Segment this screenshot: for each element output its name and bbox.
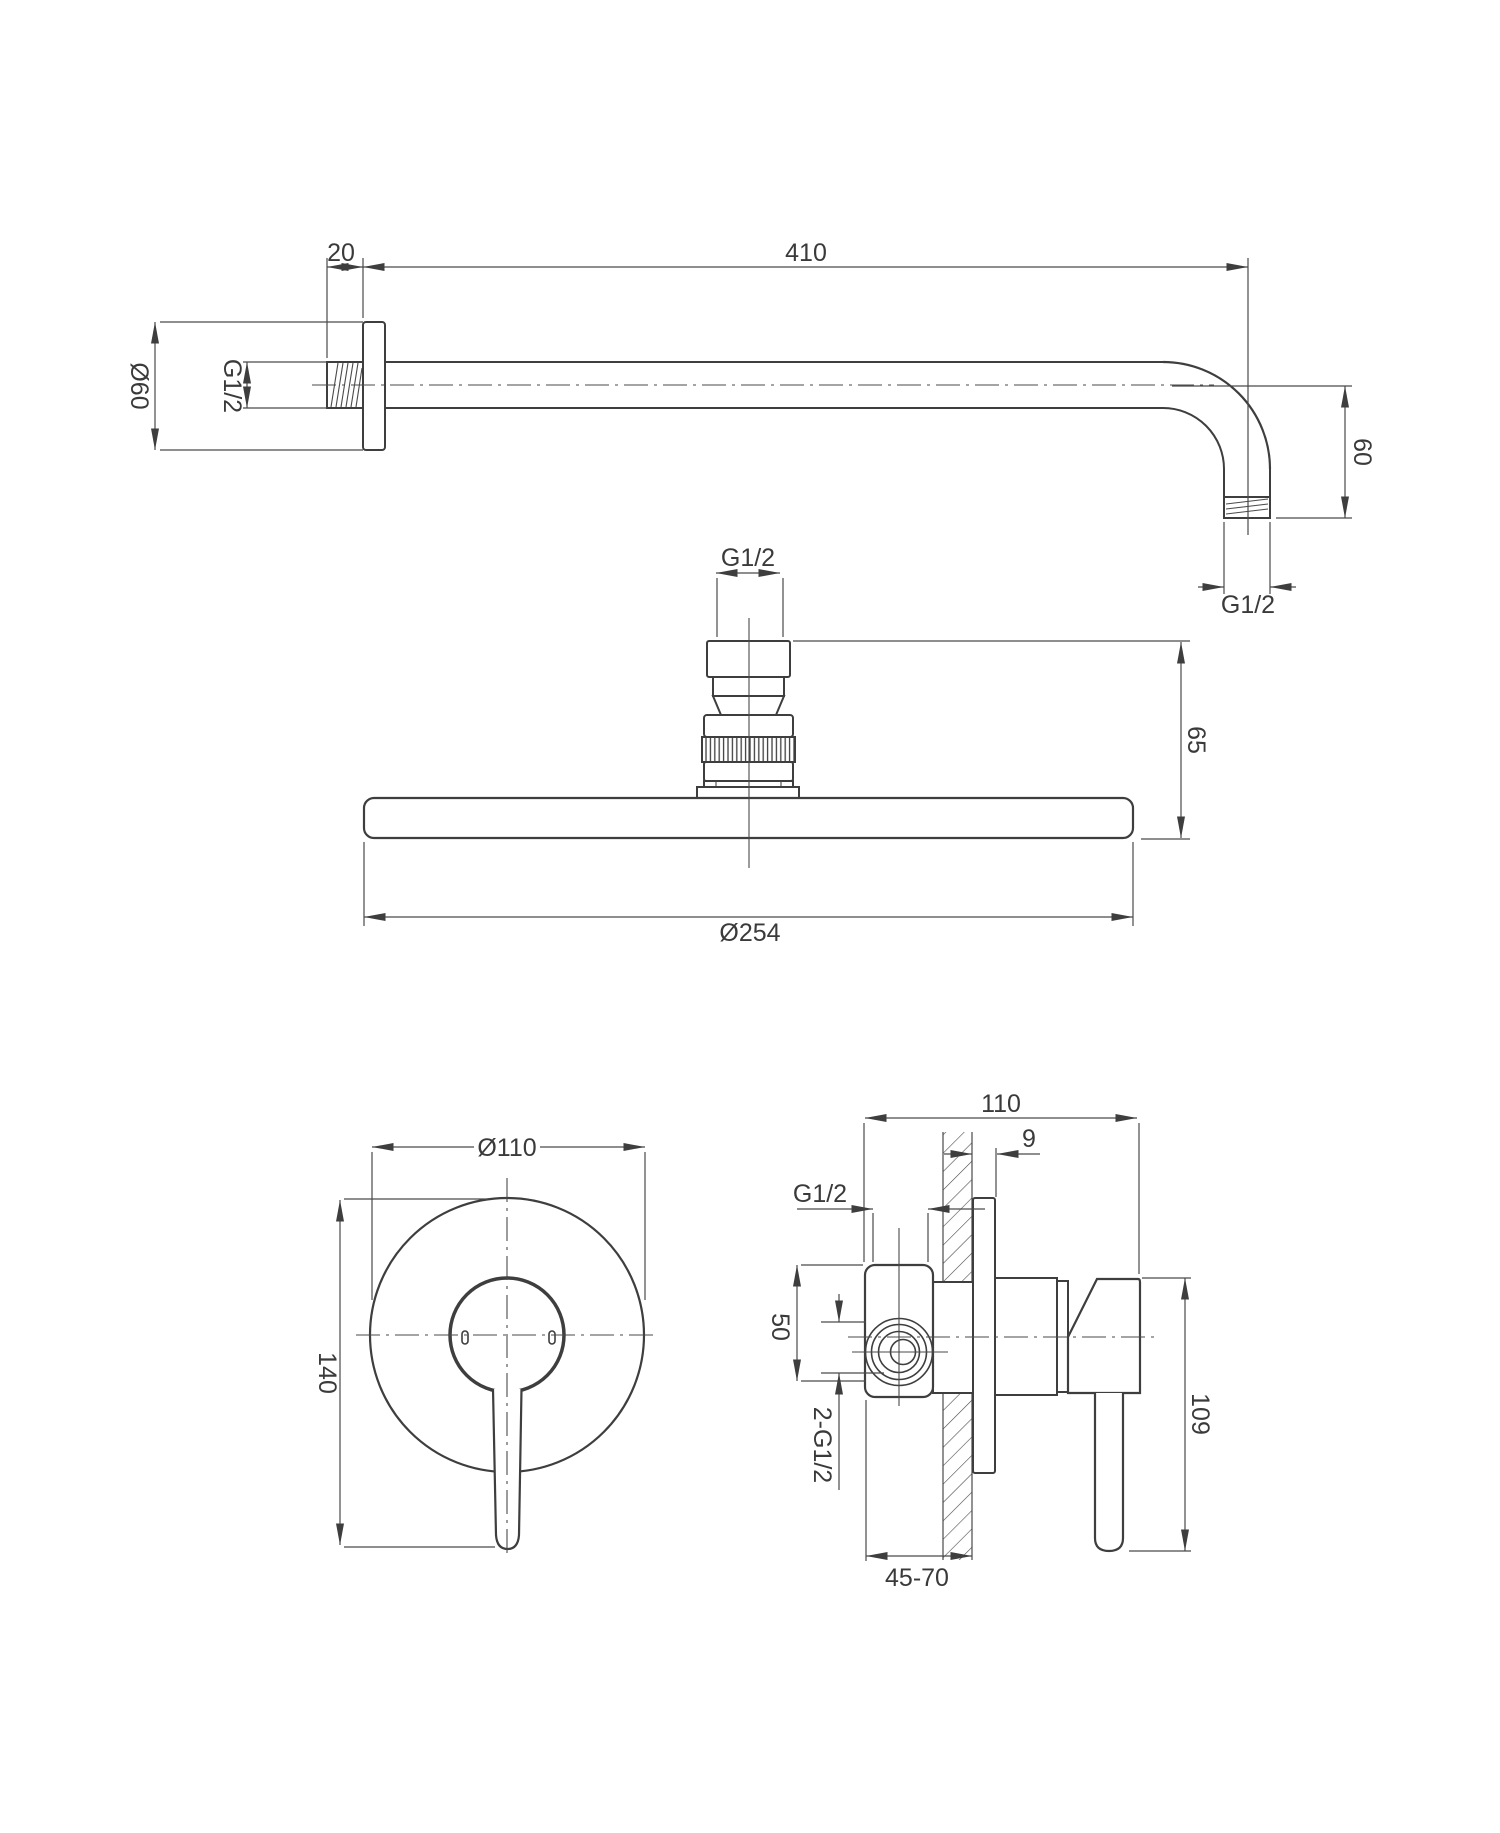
- dim-label-arm-offset: 20: [327, 239, 355, 267]
- dim-label-plate-offset: 9: [1022, 1125, 1036, 1153]
- dim-label-side-depth: 110: [981, 1090, 1021, 1118]
- dim-label-handle-height: 109: [1186, 1393, 1214, 1435]
- dim-label-install-depth: 45-70: [885, 1564, 949, 1592]
- hub-indicator-slot: [548, 1330, 556, 1345]
- dim-label-arm-drop-height: 60: [1348, 438, 1376, 466]
- dim-label-arm-length: 410: [785, 239, 827, 267]
- mixer-side-view: 110 9 G1/2 50 2-G1/2 109 45-70: [766, 1090, 1214, 1592]
- arm-elbow-inner: [1162, 407, 1225, 470]
- dim-label-head-height: 65: [1182, 726, 1210, 754]
- valve-handle-knob: [1066, 1277, 1142, 1395]
- dim-label-front-diameter: Ø110: [477, 1134, 536, 1162]
- arm-elbow-outer: [1162, 360, 1272, 470]
- dim-label-port-offset: 50: [766, 1313, 794, 1341]
- valve-escutcheon-plate: [972, 1197, 996, 1474]
- dim-label-head-diameter: Ø254: [719, 919, 780, 947]
- wall-hatch-lower: [943, 1393, 972, 1560]
- dim-label-arm-wall-thread: G1/2: [218, 359, 246, 413]
- mixer-front-view: Ø110 140: [313, 1134, 658, 1556]
- valve-handle-lever-side: [1093, 1393, 1125, 1553]
- thread-line: [1225, 508, 1269, 515]
- dim-label-side-top-thread: G1/2: [793, 1180, 847, 1208]
- thread-line: [335, 362, 344, 408]
- thread-line: [1225, 498, 1269, 505]
- shower-arm-side-view: 20 410 Ø60 G1/2 60 G1/2: [125, 239, 1376, 619]
- dim-label-front-height: 140: [313, 1352, 341, 1394]
- thread-line: [355, 367, 363, 408]
- thread-line: [1225, 503, 1269, 510]
- arm-wall-flange: [362, 321, 386, 451]
- thread-line: [345, 362, 354, 408]
- arm-end-thread: [1223, 496, 1271, 519]
- head-base-mount: [696, 786, 800, 799]
- dim-label-arm-end-thread: G1/2: [1221, 591, 1275, 619]
- shower-head-side-view: G1/2 65 Ø254: [362, 544, 1210, 947]
- dim-label-head-thread: G1/2: [721, 544, 775, 572]
- dim-label-side-ports: 2-G1/2: [808, 1407, 836, 1483]
- dim-label-arm-flange-diameter: Ø60: [125, 362, 153, 409]
- hub-indicator-slot: [461, 1330, 469, 1345]
